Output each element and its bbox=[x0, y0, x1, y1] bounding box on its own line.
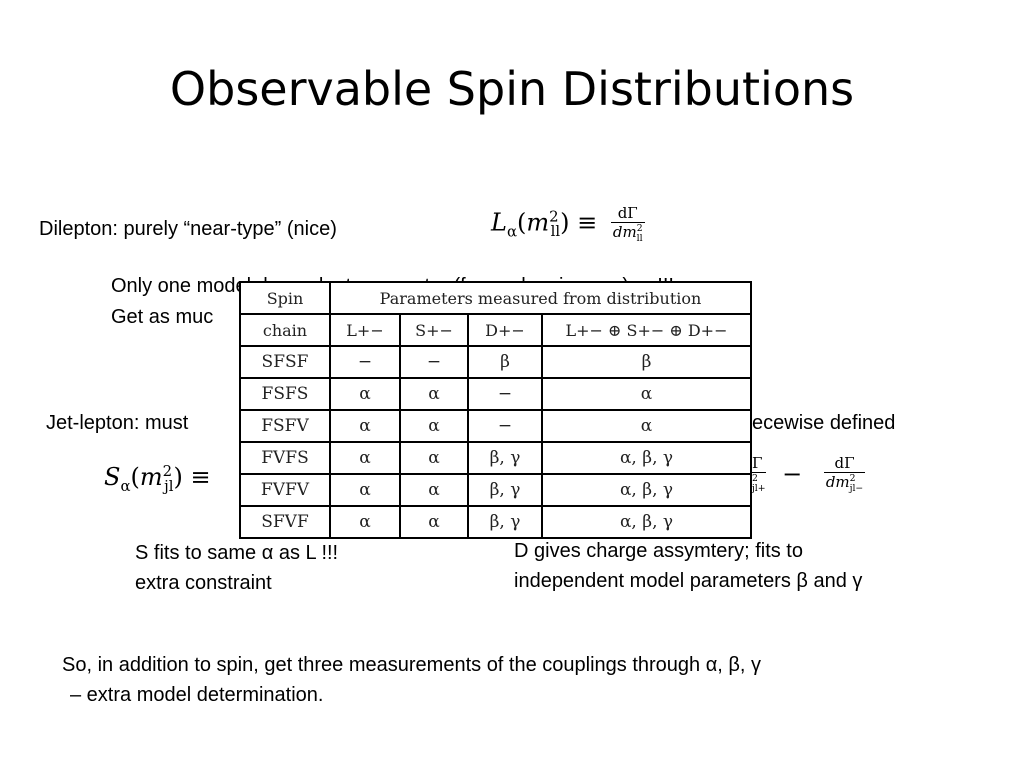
right-partial-den: 2jl+ bbox=[752, 473, 766, 494]
cell-l: α bbox=[329, 409, 401, 443]
table-row: FSFV α α − α bbox=[239, 409, 752, 443]
cell-d: β, γ bbox=[467, 441, 543, 475]
s-fits-line2: extra constraint bbox=[135, 572, 272, 594]
cell-d: β, γ bbox=[467, 473, 543, 507]
cell-d: − bbox=[467, 377, 543, 411]
cell-s: α bbox=[399, 473, 469, 507]
table-row: FVFS α α β, γ α, β, γ bbox=[239, 441, 752, 475]
right-frac-den-sub: jl− bbox=[849, 483, 864, 494]
slide-title: Observable Spin Distributions bbox=[169, 62, 855, 116]
dilepton-text: Dilepton: purely “near-type” (nice) bbox=[39, 218, 337, 240]
header-parameters: Parameters measured from distribution bbox=[329, 281, 752, 315]
cell-l: − bbox=[329, 345, 401, 379]
formula-s-arg-sub: jl bbox=[164, 476, 174, 495]
frac-den-sup: 2 bbox=[636, 223, 643, 234]
formula-l-sup: 2 bbox=[549, 207, 559, 226]
right-frac-num: dΓ bbox=[823, 454, 866, 473]
cell-chain: SFVF bbox=[239, 505, 331, 539]
get-as-much-text: Get as muc bbox=[111, 306, 214, 328]
formula-l: L bbox=[491, 208, 507, 237]
right-minus: − bbox=[782, 460, 803, 488]
right-partial-sub: jl+ bbox=[751, 483, 766, 494]
so-line2: – extra model determination. bbox=[70, 684, 324, 706]
formula-l-equiv: ) ≡ bbox=[560, 208, 598, 237]
formula-s-sub: α bbox=[120, 476, 131, 495]
cell-l: α bbox=[329, 377, 401, 411]
subheader-l: L+− bbox=[329, 313, 401, 347]
d-gives-line1: D gives charge assymtery; fits to bbox=[514, 540, 803, 562]
so-line1: So, in addition to spin, get three measu… bbox=[62, 654, 762, 676]
cell-s: − bbox=[399, 345, 469, 379]
cell-chain: FVFS bbox=[239, 441, 331, 475]
subheader-d: D+− bbox=[467, 313, 543, 347]
s-alpha-formula-right: Γ 2jl+ − dΓ dm2jl− bbox=[752, 454, 866, 494]
cell-s: α bbox=[399, 409, 469, 443]
jet-lepton-text-right: ecewise defined bbox=[752, 412, 896, 434]
frac-den-sub: ll bbox=[636, 233, 643, 244]
cell-chain: FSFS bbox=[239, 377, 331, 411]
cell-d: β bbox=[467, 345, 543, 379]
formula-l-m: m bbox=[526, 208, 550, 237]
right-partial-num: Γ bbox=[752, 454, 767, 473]
jet-lepton-text: Jet-lepton: must bbox=[46, 412, 189, 434]
spin-parameters-table: Spin Parameters measured from distributi… bbox=[239, 281, 752, 539]
formula-s: S bbox=[104, 463, 121, 491]
subheader-all: L+− ⊕ S+− ⊕ D+− bbox=[541, 313, 752, 347]
right-partial-sup: 2 bbox=[752, 473, 758, 484]
table-subheader-row: chain L+− S+− D+− L+− ⊕ S+− ⊕ D+− bbox=[239, 313, 752, 347]
header-chain: chain bbox=[239, 313, 331, 347]
right-frac-den: dm2jl− bbox=[824, 473, 865, 494]
cell-l: α bbox=[329, 473, 401, 507]
s-fits-line1: S fits to same α as L !!! bbox=[135, 542, 339, 564]
cell-chain: FSFV bbox=[239, 409, 331, 443]
formula-s-sup: 2 bbox=[162, 462, 173, 480]
s-alpha-formula: Sα(m2jl) ≡ bbox=[104, 462, 211, 495]
subheader-s: S+− bbox=[399, 313, 469, 347]
cell-chain: SFSF bbox=[239, 345, 331, 379]
cell-all: β bbox=[541, 345, 752, 379]
cell-all: α, β, γ bbox=[541, 505, 752, 539]
table-header-row: Spin Parameters measured from distributi… bbox=[239, 281, 752, 315]
right-frac-den-sup: 2 bbox=[849, 473, 856, 484]
formula-l-arg-sub: ll bbox=[550, 222, 561, 241]
d-gives-line2: independent model parameters β and γ bbox=[514, 570, 863, 592]
cell-s: α bbox=[399, 505, 469, 539]
cell-l: α bbox=[329, 505, 401, 539]
cell-d: β, γ bbox=[467, 505, 543, 539]
l-alpha-formula: Lα(m2ll) ≡ dΓ dm2ll bbox=[491, 204, 645, 244]
table-row: SFVF α α β, γ α, β, γ bbox=[239, 505, 752, 539]
table-row: FVFV α α β, γ α, β, γ bbox=[239, 473, 752, 507]
cell-chain: FVFV bbox=[239, 473, 331, 507]
frac-numerator: dΓ bbox=[610, 204, 645, 223]
right-fraction: dΓ dm2jl− bbox=[823, 454, 866, 494]
cell-d: − bbox=[467, 409, 543, 443]
right-frac-den-m: dm bbox=[825, 473, 850, 491]
frac-den-m: dm bbox=[612, 223, 637, 241]
formula-l-sub: α bbox=[506, 222, 517, 241]
header-spin: Spin bbox=[239, 281, 331, 315]
frac-denominator: dm2ll bbox=[611, 223, 645, 244]
cell-all: α bbox=[541, 377, 752, 411]
cell-l: α bbox=[329, 441, 401, 475]
cell-all: α bbox=[541, 409, 752, 443]
right-partial-fraction: Γ 2jl+ bbox=[752, 454, 767, 494]
table-row: FSFS α α − α bbox=[239, 377, 752, 411]
l-alpha-fraction: dΓ dm2ll bbox=[610, 204, 645, 244]
cell-s: α bbox=[399, 441, 469, 475]
cell-all: α, β, γ bbox=[541, 441, 752, 475]
formula-s-m: m bbox=[139, 463, 163, 491]
cell-all: α, β, γ bbox=[541, 473, 752, 507]
table-row: SFSF − − β β bbox=[239, 345, 752, 379]
cell-s: α bbox=[399, 377, 469, 411]
formula-s-equiv: ) ≡ bbox=[173, 463, 211, 491]
